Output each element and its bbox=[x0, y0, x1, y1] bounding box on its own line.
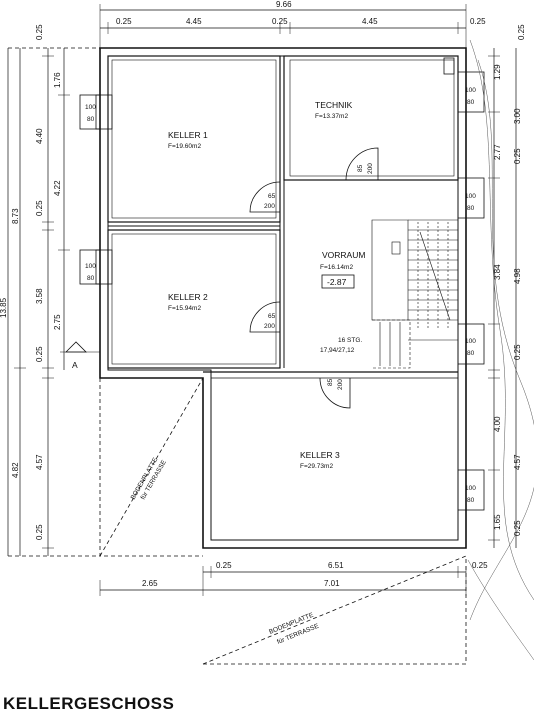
room-name-technik: TECHNIK bbox=[315, 100, 353, 110]
window-h: 80 bbox=[467, 205, 475, 212]
level-vorraum: -2.87 bbox=[327, 277, 347, 287]
dim-left-room: 4.22 bbox=[53, 180, 62, 196]
dim-top-seg: 4.45 bbox=[362, 17, 378, 26]
plan-title: KELLERGESCHOSS bbox=[3, 694, 175, 713]
dim-left-inner: 0.25 bbox=[35, 200, 44, 216]
door-swing-d1 bbox=[249, 181, 281, 213]
wall-technik-inner bbox=[289, 59, 455, 177]
wall-keller1-inner bbox=[111, 59, 277, 219]
dim-right-inner: 0.25 bbox=[513, 520, 522, 536]
dim-top-seg: 0.25 bbox=[116, 17, 132, 26]
dim-bottom-row2: 7.01 bbox=[324, 579, 340, 588]
door-d4-w: 85 bbox=[327, 378, 334, 386]
stairs-ratio: 17,94/27,12 bbox=[320, 347, 355, 354]
dim-top-seg: 0.25 bbox=[272, 17, 288, 26]
dim-right-inner: 1.65 bbox=[493, 514, 502, 530]
dim-top-total: 9.66 bbox=[276, 0, 292, 9]
dim-bottom-row1: 6.51 bbox=[328, 561, 344, 570]
dim-left-outer: 8.73 bbox=[11, 208, 20, 224]
room-area-technik: F=13.37m2 bbox=[315, 113, 348, 120]
window-w: 100 bbox=[465, 87, 476, 94]
dim-top-seg: 4.45 bbox=[186, 17, 202, 26]
door-swing-d3 bbox=[345, 147, 379, 181]
dim-right-inner: 0.25 bbox=[513, 148, 522, 164]
dim-bottom-row2: 2.65 bbox=[142, 579, 158, 588]
room-area-keller1: F=19.60m2 bbox=[168, 143, 201, 150]
dim-left-inner: 4.40 bbox=[35, 128, 44, 144]
window-h: 80 bbox=[467, 99, 475, 106]
dim-left-room: 1.76 bbox=[53, 72, 62, 88]
room-name-vorraum: VORRAUM bbox=[322, 250, 365, 260]
window-w: 100 bbox=[465, 338, 476, 345]
wall-keller2-inner bbox=[111, 233, 277, 365]
room-area-keller3: F=29.73m2 bbox=[300, 463, 333, 470]
dim-right-inner: 3.00 bbox=[513, 108, 522, 124]
door-swing-d2 bbox=[249, 301, 281, 333]
dim-left-inner: 0.25 bbox=[35, 24, 44, 40]
dim-left-cut: 13.85 bbox=[0, 297, 8, 318]
dim-left-inner: 4.57 bbox=[35, 454, 44, 470]
dim-right-inner: 4.00 bbox=[493, 416, 502, 432]
door-swing-d4 bbox=[319, 377, 351, 409]
sketch-lines bbox=[467, 39, 534, 661]
dim-left-room: 2.75 bbox=[53, 314, 62, 330]
door-d3-w: 85 bbox=[357, 164, 364, 172]
section-marker-label: A bbox=[72, 360, 78, 370]
door-d1-h: 200 bbox=[264, 203, 275, 210]
window-marks bbox=[79, 57, 485, 511]
room-name-keller3: KELLER 3 bbox=[300, 450, 340, 460]
room-name-keller2: KELLER 2 bbox=[168, 292, 208, 302]
window-h: 80 bbox=[87, 275, 95, 282]
terrace-slab-bottom bbox=[202, 555, 467, 665]
dim-bottom-row1: 0.25 bbox=[216, 561, 232, 570]
dim-left-inner: 0.25 bbox=[35, 524, 44, 540]
room-area-keller2: F=15.94m2 bbox=[168, 305, 201, 312]
window-h: 80 bbox=[467, 350, 475, 357]
window-w: 100 bbox=[465, 485, 476, 492]
staircase bbox=[371, 219, 459, 369]
dim-left-outer: 4.82 bbox=[11, 462, 20, 478]
stairs-steps: 16 STG. bbox=[338, 337, 362, 344]
dim-right-inner: 0.25 bbox=[513, 344, 522, 360]
dim-top-seg: 0.25 bbox=[470, 17, 486, 26]
wall-technik bbox=[283, 55, 459, 181]
dim-right-inner: 3.84 bbox=[493, 264, 502, 280]
door-d2-h: 200 bbox=[264, 323, 275, 330]
room-area-vorraum: F=16.14m2 bbox=[320, 264, 353, 271]
floor-plan: KELLER 1 F=19.60m2 TECHNIK F=13.37m2 KEL… bbox=[0, 0, 534, 665]
dim-right-room: 2.77 bbox=[493, 144, 502, 160]
room-name-keller1: KELLER 1 bbox=[168, 130, 208, 140]
window-w: 100 bbox=[85, 263, 96, 270]
dim-right-room: 4.57 bbox=[513, 454, 522, 470]
door-d4-h: 200 bbox=[337, 379, 344, 390]
dim-bottom-row1: 0.25 bbox=[472, 561, 488, 570]
dim-right-outer: 4.98 bbox=[513, 268, 522, 284]
section-marker-icon bbox=[65, 341, 87, 353]
window-h: 80 bbox=[467, 497, 475, 504]
dim-right-inner: 1.29 bbox=[493, 64, 502, 80]
door-d2-w: 65 bbox=[268, 313, 276, 320]
window-h: 80 bbox=[87, 116, 95, 123]
window-w: 100 bbox=[465, 193, 476, 200]
dim-left-inner: 0.25 bbox=[35, 346, 44, 362]
dim-left-inner: 3.58 bbox=[35, 288, 44, 304]
dim-right-inner: 0.25 bbox=[517, 24, 526, 40]
window-w: 100 bbox=[85, 104, 96, 111]
door-d1-w: 65 bbox=[268, 193, 276, 200]
door-d3-h: 200 bbox=[367, 163, 374, 174]
